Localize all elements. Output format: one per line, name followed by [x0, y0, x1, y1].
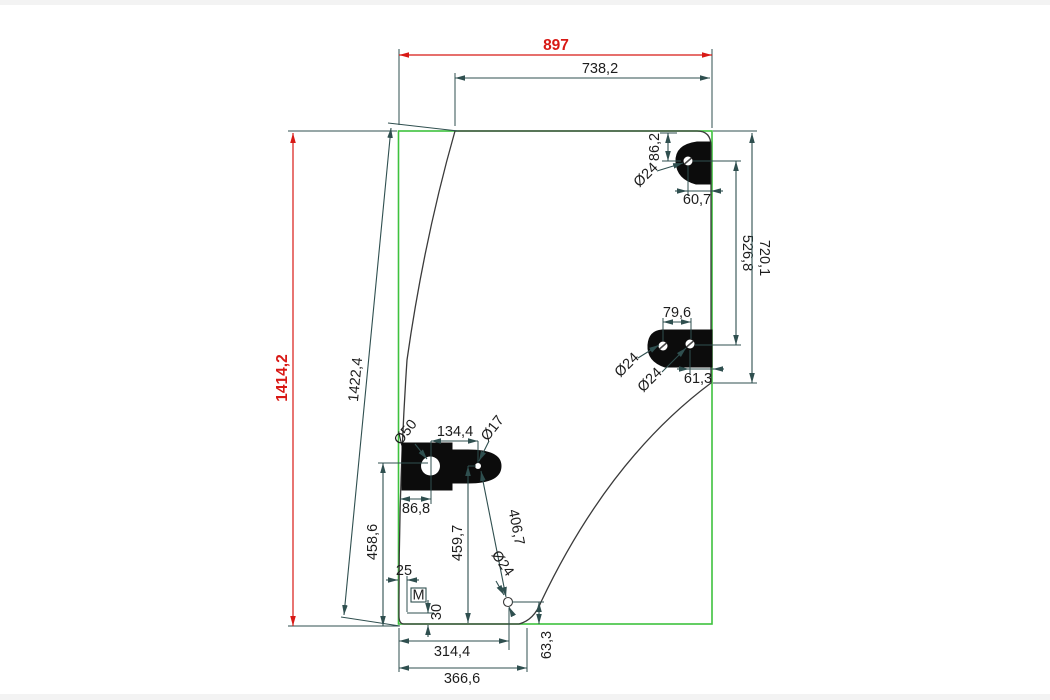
- dim-top-edge-width: 738,2: [455, 61, 710, 81]
- dim-top-bracket-hole-dia: Ø24: [631, 160, 684, 191]
- dim-hinge-height-mid: 459,7: [450, 466, 471, 623]
- glass-outline: [398, 130, 712, 625]
- dim-bottom-hole-x-label: 314,4: [434, 644, 470, 660]
- dim-bottom-hole-y: 63,3: [536, 602, 555, 659]
- dim-mid-hole-spacing: 79,6: [663, 305, 691, 325]
- bottom-hole-mark: [502, 596, 514, 608]
- dim-bottom-hole-dia: Ø24: [488, 548, 517, 618]
- dimensions: 897 1414,2 738,2 1422,4 86,2 Ø24 60,7: [274, 37, 772, 687]
- dim-bottom-hole-y-label: 63,3: [539, 631, 555, 659]
- dim-hinge-height-mid-label: 459,7: [450, 525, 466, 561]
- dim-overall-height: 1414,2: [274, 133, 296, 626]
- m-point-marker: M: [410, 587, 427, 604]
- bounding-box: [397, 130, 713, 625]
- dim-m-point-offset-y-label: 30: [429, 604, 445, 620]
- dim-bottom-hole-x: 314,4: [399, 638, 509, 660]
- dim-m-point-offset-x: 25: [386, 563, 419, 583]
- dim-mid-hole1-dia-label: Ø24: [612, 350, 643, 381]
- dim-overall-height-label: 1414,2: [274, 354, 291, 401]
- dim-diagonal-hole-distance: 406,7: [480, 470, 528, 598]
- dim-overall-width: 897: [399, 37, 712, 58]
- dim-bottom-hole-dia-label: Ø24: [488, 548, 517, 580]
- dim-hinge-offset-x-label: 86,8: [402, 501, 430, 517]
- dim-diagonal-hole-distance-label: 406,7: [505, 508, 528, 547]
- top-band: [0, 0, 1050, 5]
- dim-mid-bracket-offset-x-label: 61,3: [684, 371, 712, 387]
- dim-front-edge-length: 1422,4: [342, 127, 393, 616]
- dim-bottom-corner-x: 366,6: [399, 665, 527, 687]
- dim-hinge-height-left-label: 458,6: [365, 524, 381, 560]
- dim-overall-width-label: 897: [543, 37, 569, 54]
- dim-bracket-vertical-spacing-label: 526,8: [739, 235, 755, 271]
- dim-hinge-hole-spacing: 134,4: [431, 424, 478, 444]
- dim-right-edge-height: 720,1: [749, 133, 772, 383]
- dim-hinge-small-hole-dia-label: Ø17: [478, 413, 507, 444]
- dim-top-bracket-hole-dia-label: Ø24: [631, 160, 662, 191]
- dim-top-bracket-offset-x: 60,7: [675, 188, 723, 208]
- dim-front-edge-length-label: 1422,4: [346, 357, 366, 403]
- dim-hinge-hole-spacing-label: 134,4: [437, 424, 473, 440]
- dim-top-bracket-offset-y-label: 86,2: [647, 133, 663, 161]
- dim-top-edge-width-label: 738,2: [582, 61, 618, 77]
- bracket-hinge-center: [401, 442, 502, 491]
- bracket-top-right: [675, 141, 711, 185]
- dim-top-bracket-offset-x-label: 60,7: [683, 192, 711, 208]
- dim-hinge-offset-x: 86,8: [400, 496, 431, 517]
- dim-mid-bracket-offset-x: 61,3: [677, 366, 724, 387]
- dim-top-bracket-offset-y: 86,2: [647, 133, 671, 161]
- dim-m-point-offset-x-label: 25: [396, 563, 412, 579]
- hinge-small-hole: [475, 463, 481, 469]
- bracket-mid-right: [647, 329, 713, 368]
- dim-hinge-height-left: 458,6: [365, 463, 386, 626]
- dim-m-point-offset-y: 30: [425, 600, 445, 637]
- dim-mid-hole2-dia-label: Ø24: [635, 365, 666, 396]
- dim-mid-hole-spacing-label: 79,6: [663, 305, 691, 321]
- bottom-band: [0, 694, 1050, 700]
- m-point-label: M: [412, 588, 424, 604]
- dim-bottom-corner-x-label: 366,6: [444, 671, 480, 687]
- dim-right-edge-height-label: 720,1: [756, 240, 772, 276]
